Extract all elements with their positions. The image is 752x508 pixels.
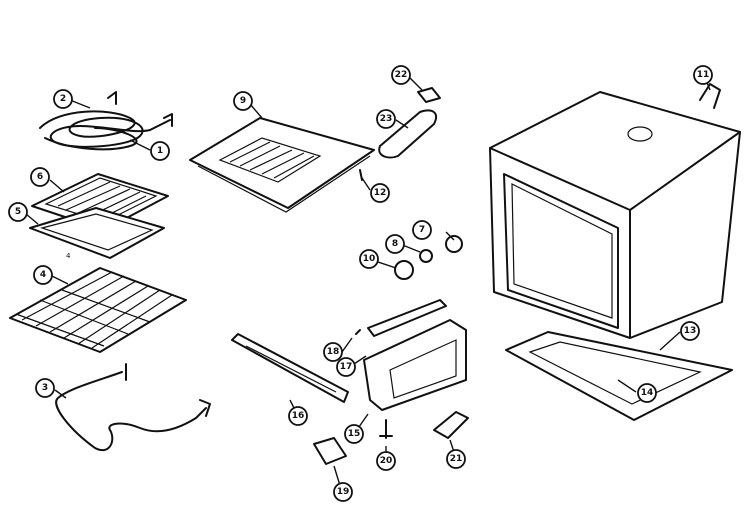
svg-text:18: 18 [327, 347, 340, 357]
svg-text:1: 1 [157, 146, 163, 156]
svg-text:19: 19 [337, 487, 350, 497]
broiler-pan: 4 [29, 207, 165, 260]
svg-text:15: 15 [348, 429, 361, 439]
callout-20: 20 [376, 451, 396, 471]
callout-21: 21 [446, 449, 466, 469]
vent-trim [417, 87, 441, 103]
callout-9: 9 [233, 91, 253, 111]
bake-element [55, 363, 211, 451]
callout-18: 18 [323, 342, 343, 362]
callout-8: 8 [385, 234, 405, 254]
callout-17: 17 [336, 357, 356, 377]
callout-2: 2 [53, 89, 73, 109]
callout-5: 5 [8, 202, 28, 222]
thermostat-parts [394, 235, 463, 280]
callout-23: 23 [376, 109, 396, 129]
svg-text:12: 12 [374, 188, 387, 198]
oven-bottom [189, 117, 375, 213]
callout-6: 6 [30, 167, 50, 187]
callout-3: 3 [35, 378, 55, 398]
oven-vent [378, 109, 438, 159]
pan-mark-text: 4 [66, 252, 71, 260]
svg-text:11: 11 [697, 70, 710, 80]
svg-text:6: 6 [37, 172, 43, 182]
broil-element [39, 91, 173, 151]
svg-text:3: 3 [42, 383, 48, 393]
drawer-liner [363, 299, 467, 411]
callout-13: 13 [680, 321, 700, 341]
svg-text:14: 14 [641, 388, 654, 398]
callout-10: 10 [359, 249, 379, 269]
callout-11: 11 [693, 65, 713, 85]
svg-text:22: 22 [395, 70, 408, 80]
svg-text:2: 2 [60, 94, 66, 104]
svg-text:10: 10 [363, 254, 376, 264]
svg-text:23: 23 [380, 114, 393, 124]
oven-rack [9, 267, 187, 353]
callout-14: 14 [637, 383, 657, 403]
callout-15: 15 [344, 424, 364, 444]
svg-text:20: 20 [380, 456, 393, 466]
svg-text:7: 7 [419, 225, 425, 235]
callout-4: 4 [33, 265, 53, 285]
svg-text:13: 13 [684, 326, 697, 336]
bottom-panel [505, 331, 733, 421]
svg-text:8: 8 [392, 239, 398, 249]
callout-22: 22 [391, 65, 411, 85]
hardware-parts [313, 83, 721, 465]
callout-16: 16 [288, 406, 308, 426]
oven-cavity [489, 91, 741, 339]
callout-7: 7 [412, 220, 432, 240]
callout-1: 1 [150, 141, 170, 161]
svg-text:4: 4 [40, 270, 46, 280]
callout-19: 19 [333, 482, 353, 502]
svg-text:5: 5 [15, 207, 21, 217]
svg-text:17: 17 [340, 362, 353, 372]
svg-text:16: 16 [292, 411, 305, 421]
svg-text:9: 9 [240, 96, 246, 106]
side-bracket [231, 333, 349, 403]
svg-text:21: 21 [450, 454, 463, 464]
callout-12: 12 [370, 183, 390, 203]
